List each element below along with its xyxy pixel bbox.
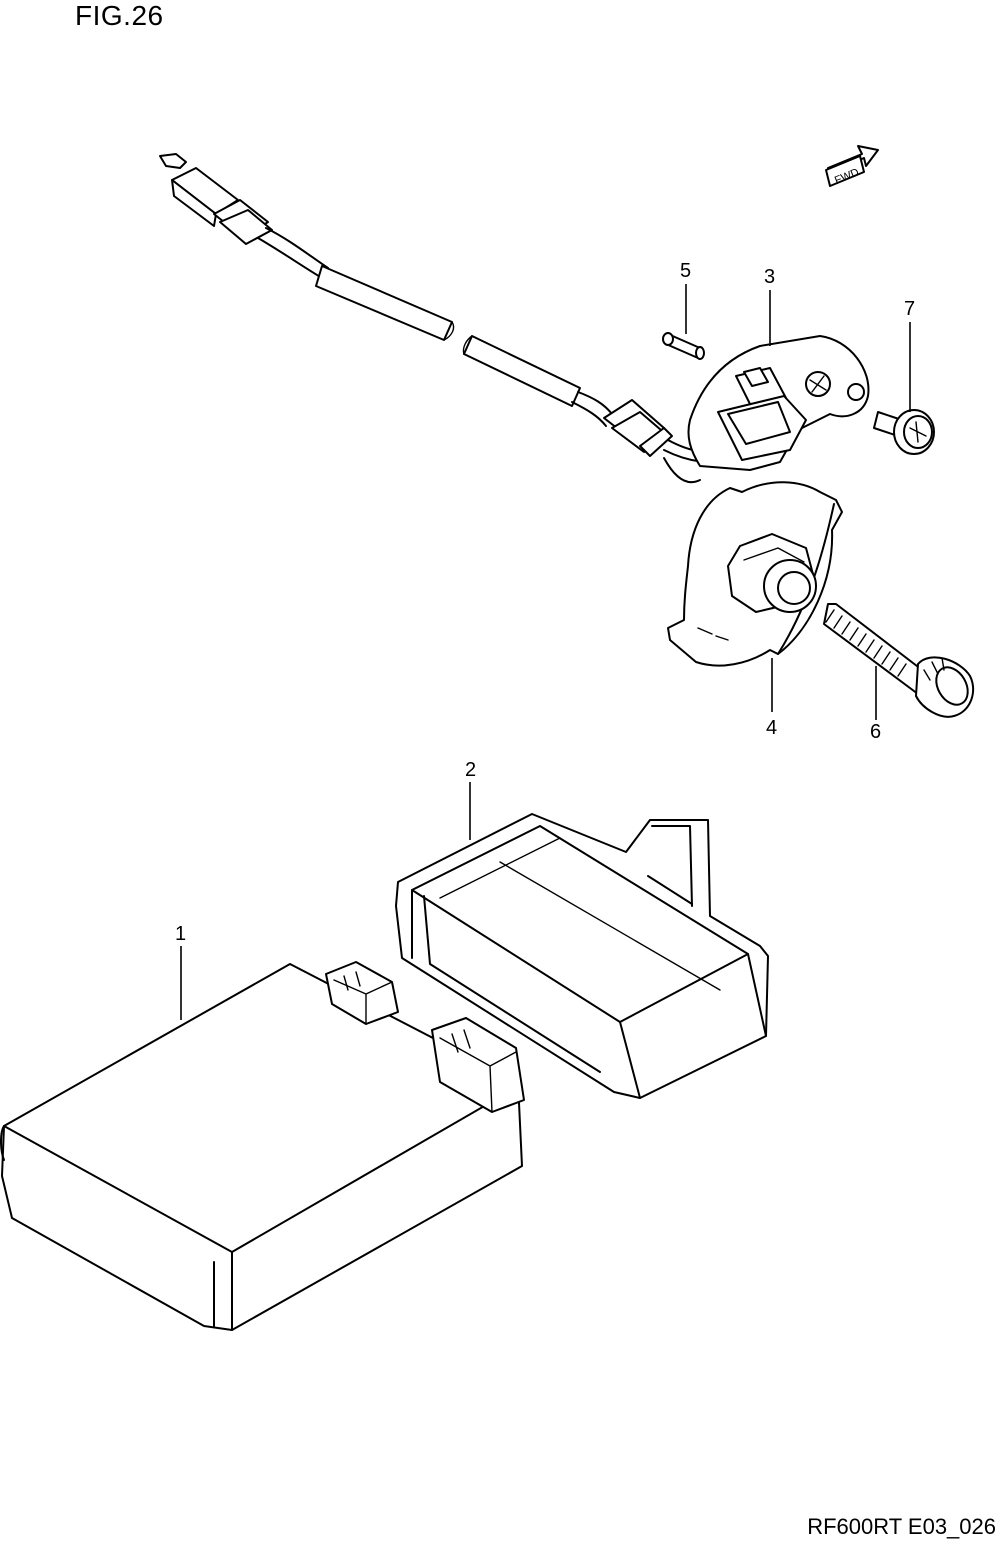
signal-rotor [667, 481, 843, 667]
figure-title: FIG.26 [75, 0, 164, 31]
callout-1: 1 [175, 923, 186, 945]
callout-numbers: 1 2 3 4 5 6 7 [175, 260, 915, 945]
screw [873, 409, 935, 455]
callout-2: 2 [465, 759, 476, 781]
callout-7: 7 [904, 298, 915, 320]
pickup-wire-harness [159, 153, 741, 484]
igniter-case [395, 813, 769, 1099]
callout-4: 4 [766, 717, 777, 739]
pickup-coil [687, 335, 870, 471]
fwd-arrow-icon: FWD [825, 145, 879, 187]
rotor-bolt [823, 603, 975, 718]
igniter-unit [0, 961, 525, 1331]
callout-leaders [180, 284, 911, 1020]
callout-6: 6 [870, 721, 881, 743]
figure-code: RF600RT E03_026 [807, 1514, 996, 1539]
callout-5: 5 [680, 260, 691, 282]
callout-3: 3 [764, 266, 775, 288]
pin [662, 332, 705, 360]
